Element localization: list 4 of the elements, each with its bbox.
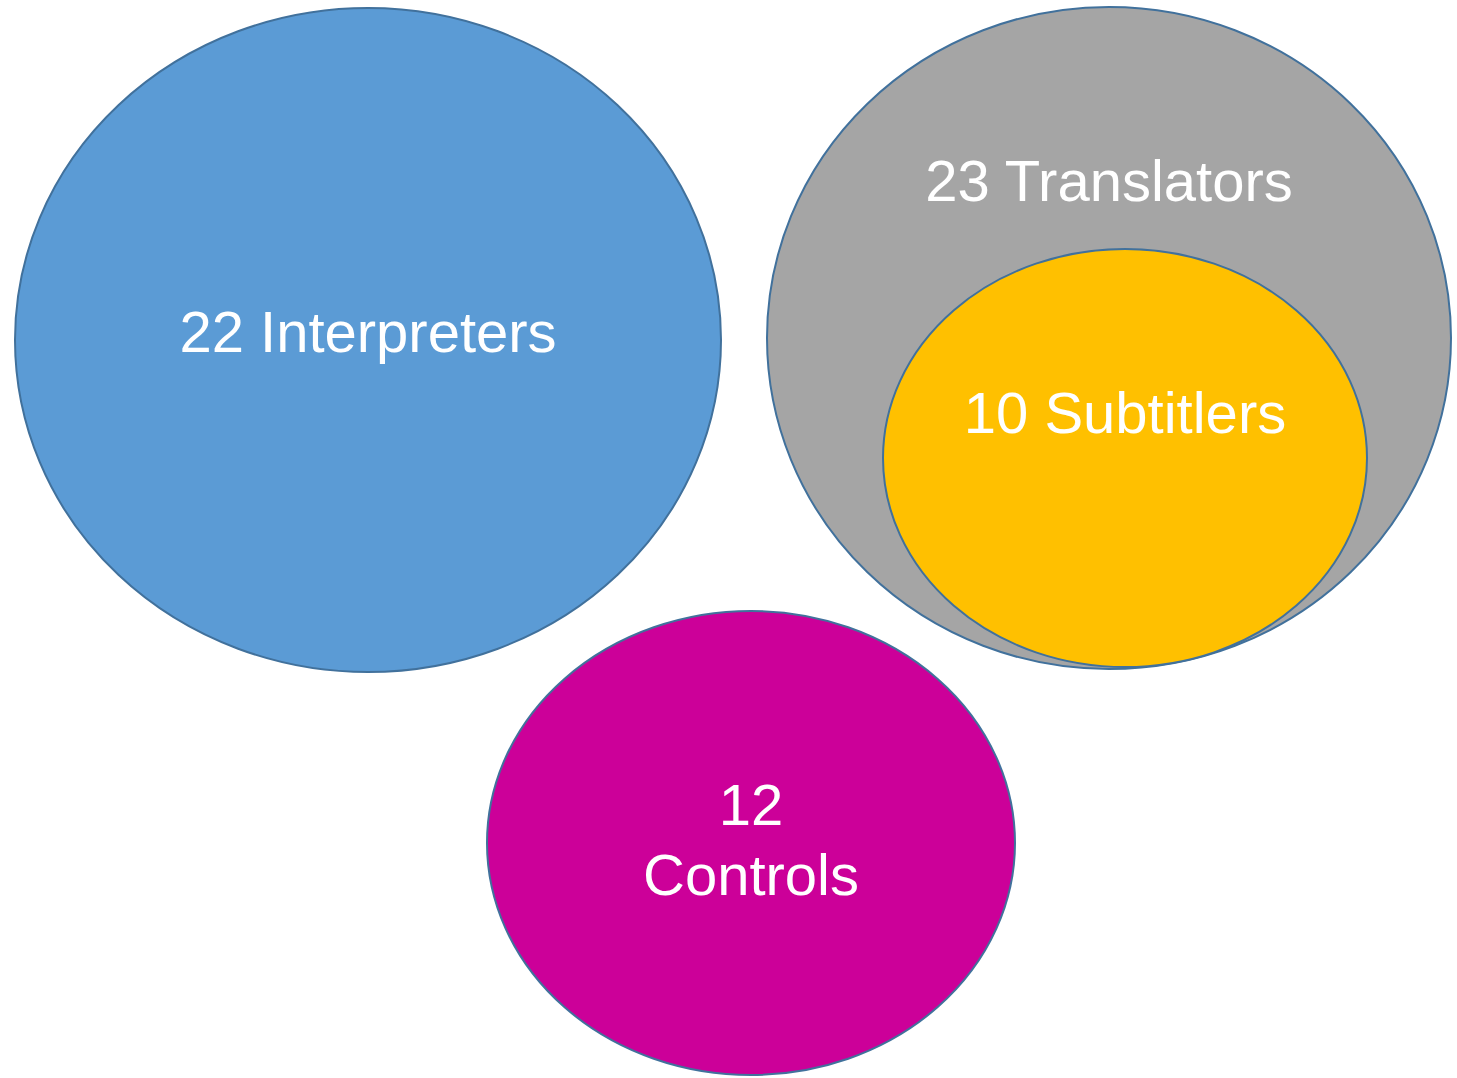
group-label: 22 Interpreters [178,298,558,366]
group-label: 10 Subtitlers [962,379,1288,447]
group-label: 23 Translators [924,147,1294,215]
group-label: 12 Controls [642,771,860,909]
